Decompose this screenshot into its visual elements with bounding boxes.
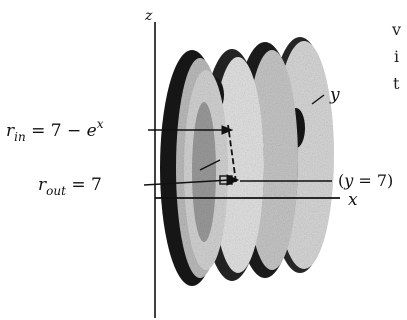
r-out-r: r	[38, 175, 47, 195]
solid-body	[160, 37, 334, 286]
r-in-subscript: in	[14, 130, 26, 144]
r-in-equals: = 7 −	[26, 121, 87, 141]
r-in-label: rin = 7 − ex	[6, 117, 104, 144]
r-out-label: rout = 7	[38, 175, 102, 198]
line-y-open: (	[338, 171, 344, 190]
y-axis-leader	[311, 94, 325, 105]
front-face-inner	[192, 102, 216, 242]
page-fragment-1: v	[391, 20, 401, 39]
center-marker	[219, 175, 233, 185]
r-out-subscript: out	[46, 184, 66, 198]
x-axis-label: x	[348, 190, 358, 210]
line-y-rest: = 7)	[353, 171, 393, 190]
r-in-exponent: x	[97, 117, 104, 131]
z-axis-label: z	[144, 8, 153, 24]
r-in-arrowhead	[221, 125, 234, 135]
r-out-equals: = 7	[66, 175, 102, 195]
r-in-e: e	[87, 121, 97, 141]
y-axis-dashed	[227, 124, 237, 183]
line-y-var: y	[343, 171, 354, 190]
dimension-lines	[143, 94, 340, 199]
page-fragment-3: t	[393, 74, 400, 93]
diag-stroke	[199, 159, 221, 171]
r-in-r: r	[6, 121, 15, 141]
page-fragment-2: i	[394, 47, 399, 66]
line-y-label: (y = 7)	[338, 171, 393, 190]
r-out-leader	[143, 179, 231, 186]
y-axis-label: y	[329, 85, 340, 105]
